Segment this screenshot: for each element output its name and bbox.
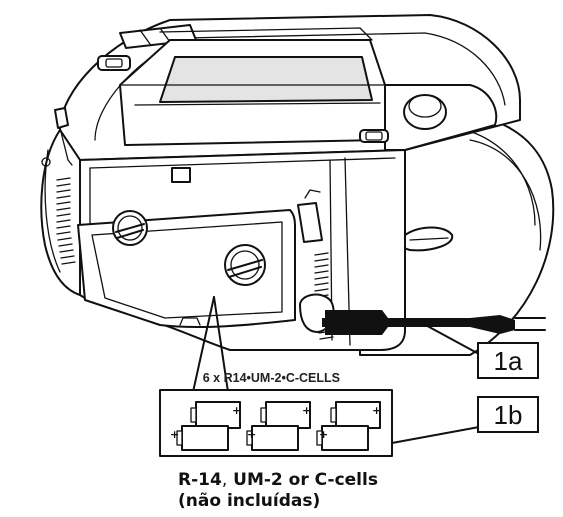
top-button-left bbox=[97, 55, 131, 71]
battery-icon bbox=[251, 425, 299, 451]
handle-peg-left bbox=[54, 107, 69, 129]
battery-layout-panel: 6 x R14•UM-2•C-CELLS + + + + + + bbox=[159, 371, 393, 457]
battery-icon bbox=[321, 425, 369, 451]
plus-sign: + bbox=[372, 404, 381, 417]
volume-knob bbox=[403, 94, 447, 130]
caption-separator: , bbox=[221, 470, 228, 490]
caption-cell-type-bold: R-14 bbox=[178, 470, 222, 490]
plus-sign: + bbox=[232, 404, 241, 417]
caption-line-1: R-14, UM-2 or C-cells bbox=[178, 470, 378, 490]
callout-1b-label: 1b bbox=[494, 400, 523, 430]
plus-sign: + bbox=[319, 428, 328, 441]
battery-pair-3: + + bbox=[316, 401, 381, 451]
plus-sign: + bbox=[302, 404, 311, 417]
caption-cell-types: UM-2 or C-cells bbox=[227, 470, 378, 490]
wall-plug bbox=[470, 315, 515, 334]
plus-sign: + bbox=[170, 428, 179, 441]
battery-pair-1: + + bbox=[170, 401, 241, 451]
power-cord bbox=[322, 310, 546, 335]
battery-pair-2: + + bbox=[246, 401, 311, 451]
screw-left bbox=[41, 157, 51, 167]
plus-sign: + bbox=[247, 428, 256, 441]
top-button-right bbox=[359, 129, 389, 143]
right-speaker-housing bbox=[359, 111, 555, 356]
callout-1a: 1a bbox=[477, 342, 539, 379]
callout-1b: 1b bbox=[477, 396, 539, 433]
callout-1a-label: 1a bbox=[494, 346, 523, 376]
handle-peg-right bbox=[297, 202, 323, 243]
top-panel bbox=[59, 14, 521, 161]
left-vent-grille bbox=[56, 177, 76, 265]
caption-line-2: (não incluídas) bbox=[178, 491, 321, 511]
battery-icon bbox=[181, 425, 229, 451]
left-side-housing bbox=[40, 107, 81, 296]
cd-window bbox=[159, 56, 373, 103]
battery-door bbox=[77, 209, 296, 329]
clip bbox=[171, 167, 191, 183]
cord-plug-body bbox=[325, 310, 388, 335]
battery-panel-title: 6 x R14•UM-2•C-CELLS bbox=[203, 371, 340, 385]
